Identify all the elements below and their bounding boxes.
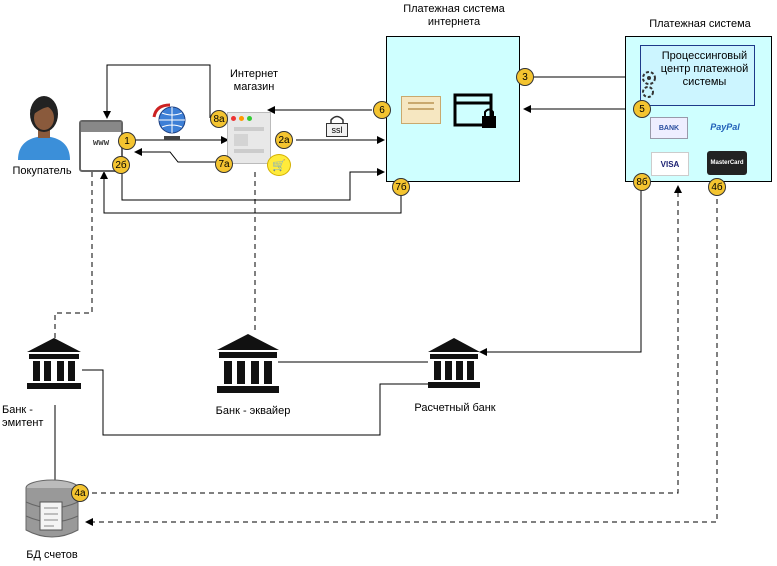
gear-icon	[642, 71, 656, 98]
badge-4a: 4а	[71, 484, 89, 502]
acquirer-bank-icon	[217, 334, 279, 393]
line-settlement-issuer	[82, 369, 428, 436]
dashed-browser-issuer	[54, 172, 93, 338]
settlement-bank-icon	[428, 338, 480, 388]
arrow-4b	[85, 190, 718, 526]
buyer-label: Покупатель	[12, 165, 72, 177]
database-icon	[25, 479, 79, 538]
badge-2b: 2б	[112, 156, 130, 174]
payment-system-label: Платежная система	[649, 18, 751, 30]
paypal-logo: PayPal	[710, 122, 740, 132]
certificate-icon	[401, 96, 441, 124]
badge-6: 6	[373, 101, 391, 119]
mastercard-logo: MasterCard	[707, 151, 747, 175]
badge-7b: 7б	[392, 178, 410, 196]
badge-8b: 8б	[633, 173, 651, 191]
badge-5: 5	[633, 100, 651, 118]
ssl-text: ssl	[326, 123, 348, 137]
cart-icon: 🛒	[267, 154, 291, 176]
shop-page-icon	[227, 112, 271, 164]
issuer-bank-icon	[27, 338, 81, 389]
badge-2a: 2а	[275, 131, 293, 149]
badge-3: 3	[516, 68, 534, 86]
accounts-db-label: БД счетов	[26, 549, 78, 561]
arrow-2b	[121, 168, 385, 201]
processing-center-label: Процессинговый центр платежной системы	[660, 50, 749, 88]
arrow-7a	[134, 148, 225, 163]
bank-issuer-label: Банк - эмитент	[2, 404, 44, 429]
buyer-icon	[18, 96, 70, 160]
globe-icon	[152, 103, 186, 140]
badge-8a: 8а	[210, 110, 228, 128]
bank-logo: BANK	[650, 117, 688, 139]
settlement-bank-label: Расчетный банк	[414, 402, 496, 414]
visa-logo: VISA	[651, 152, 689, 176]
arrow-4a	[92, 185, 682, 494]
bank-acquirer-label: Банк - эквайер	[215, 405, 291, 417]
arrow-7b	[100, 171, 402, 214]
processing-center-box: Процессинговый центр платежной системы	[640, 45, 755, 106]
badge-7a: 7а	[215, 155, 233, 173]
badge-4b: 4б	[708, 178, 726, 196]
secure-window-icon	[453, 93, 496, 128]
browser-www-text: www	[92, 138, 110, 148]
arrow-8a	[103, 64, 211, 119]
badge-1: 1	[118, 132, 136, 150]
ssl-lock-icon: ssl	[326, 115, 348, 137]
internet-shop-label: Интернет магазин	[230, 68, 278, 93]
internet-payment-system-label: Платежная система интернета	[403, 3, 505, 28]
arrow-8b	[479, 190, 642, 356]
